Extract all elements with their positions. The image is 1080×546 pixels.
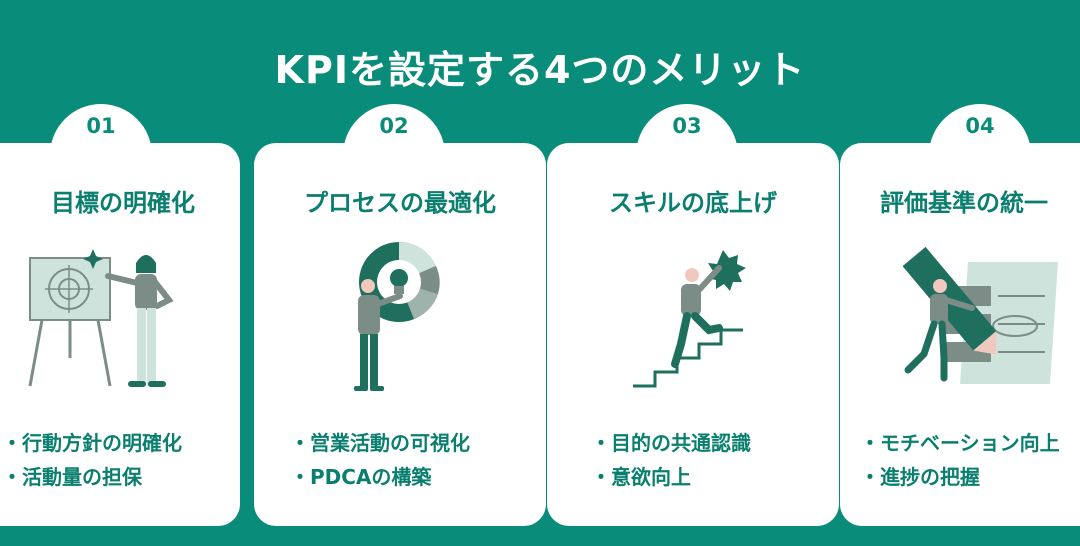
bullet-item: 意欲向上 (591, 460, 839, 494)
card-title-4: 評価基準の統一 (880, 189, 1048, 217)
card-1: 目標の明確化 行動方針の明確化 活動量の担保 (0, 143, 240, 526)
bullet-list-4: モチベーション向上 進捗の把握 (860, 426, 1080, 494)
card-title-2: プロセスの最適化 (304, 189, 496, 217)
bullet-list-1: 行動方針の明確化 活動量の担保 (2, 426, 240, 494)
bullet-item: 目的の共通認識 (591, 426, 839, 460)
bullet-item: 活動量の担保 (2, 460, 240, 494)
card-3: スキルの底上げ 目的の共通認識 意欲向上 (547, 143, 839, 526)
bullet-list-2: 営業活動の可視化 PDCAの構築 (290, 426, 546, 494)
card-title-3: スキルの底上げ (609, 189, 777, 217)
bullet-list-3: 目的の共通認識 意欲向上 (591, 426, 839, 494)
pen-document-checklist-icon (902, 246, 1058, 384)
bullet-item: モチベーション向上 (860, 426, 1080, 460)
card-title-1: 目標の明確化 (51, 189, 195, 217)
target-board-presenter-icon (28, 249, 174, 387)
lightbulb-donut-chart-icon (354, 241, 440, 391)
page-title: KPIを設定する4つのメリット (274, 48, 806, 93)
card-number-2: 02 (379, 114, 409, 138)
bullet-item: PDCAの構築 (290, 460, 546, 494)
stairs-climber-icon (633, 250, 746, 388)
card-number-1: 01 (86, 114, 116, 138)
bullet-item: 営業活動の可視化 (290, 426, 546, 460)
card-4: 評価基準の統一 モチベーション向上 進捗の把握 (840, 143, 1080, 526)
card-2: プロセスの最適化 営業活動の可視化 PDCAの構築 (254, 143, 546, 526)
bullet-item: 行動方針の明確化 (2, 426, 240, 460)
bullet-item: 進捗の把握 (860, 460, 1080, 494)
card-number-3: 03 (672, 114, 702, 138)
card-number-4: 04 (965, 114, 995, 138)
